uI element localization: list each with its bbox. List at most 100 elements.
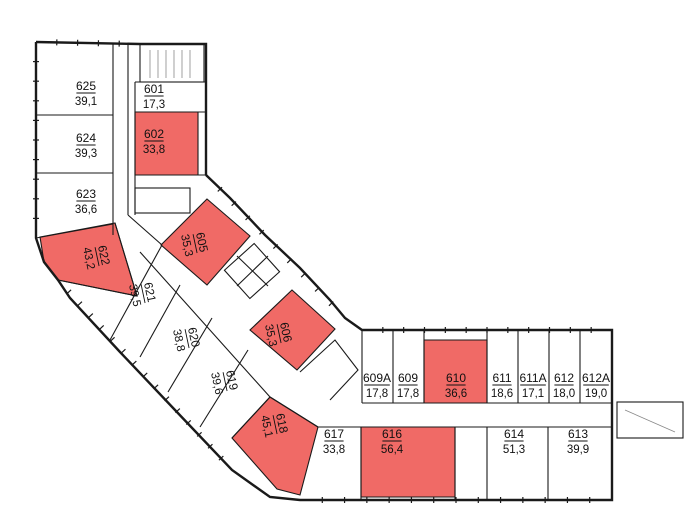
room-area: 35,3: [178, 233, 194, 257]
room-number: 609А: [363, 371, 391, 385]
room-label-611А[interactable]: 611А 17,1: [519, 371, 546, 400]
room-number: 612: [554, 371, 574, 385]
room-number-underline: [192, 234, 198, 254]
window-tick: [142, 372, 148, 378]
window-tick: [120, 348, 126, 354]
room-label-602[interactable]: 602 33,8: [143, 127, 165, 156]
room-number: 612А: [582, 371, 610, 385]
room-label-612А[interactable]: 612А 19,0: [582, 371, 610, 400]
room-label-616[interactable]: 616 56,4: [381, 427, 404, 456]
room-number: 611А: [519, 371, 546, 385]
window-tick: [66, 289, 72, 295]
room-fill-616[interactable]: [360, 426, 456, 498]
window-tick: [314, 286, 320, 292]
room-area: 17,8: [366, 388, 388, 400]
room-area: 33,8: [143, 144, 165, 156]
room-number: 606: [277, 321, 295, 344]
room-area: 17,8: [397, 388, 419, 400]
window-tick: [185, 420, 192, 425]
window-tick: [98, 325, 105, 330]
room-number: 605: [193, 231, 211, 254]
room-number: 625: [76, 79, 96, 93]
room-area: 56,4: [381, 444, 404, 456]
window-tick: [164, 396, 170, 402]
room-area: 18,6: [491, 388, 513, 400]
room-number: 618: [273, 412, 291, 435]
highlighted-room-fills: [39, 111, 488, 498]
room-area: 45,1: [258, 414, 274, 438]
room-area: 39,6: [208, 371, 224, 395]
room-area: 51,3: [503, 444, 525, 456]
room-number-underline: [272, 415, 278, 435]
window-tick: [245, 215, 251, 221]
room-area: 36,6: [445, 388, 467, 400]
room-number-underline: [222, 372, 228, 392]
room-area: 38,8: [170, 328, 186, 352]
room-number: 602: [144, 127, 164, 141]
window-tick: [231, 201, 237, 207]
room-number: 616: [382, 427, 402, 441]
room-area: 17,1: [522, 388, 544, 400]
room-label-617[interactable]: 617 33,8: [323, 427, 345, 456]
room-number: 614: [504, 427, 524, 441]
window-tick: [300, 272, 306, 278]
room-area: 43,2: [80, 246, 96, 270]
window-tick: [217, 186, 223, 192]
room-number-underline: [94, 247, 100, 267]
room-area: 39,5: [126, 283, 142, 307]
room-label-623[interactable]: 623 36,6: [75, 187, 97, 216]
room-area: 35,3: [262, 323, 278, 347]
room-number: 609: [398, 371, 418, 385]
window-tick: [207, 443, 213, 449]
room-area: 39,9: [567, 444, 589, 456]
room-number: 617: [324, 427, 344, 441]
window-tick: [259, 229, 265, 235]
room-label-625[interactable]: 625 39,1: [75, 79, 97, 108]
room-label-609[interactable]: 609 17,8: [397, 371, 419, 400]
room-label-609А[interactable]: 609А 17,8: [363, 371, 391, 400]
room-label-614[interactable]: 614 51,3: [503, 427, 525, 456]
room-number-underline: [276, 324, 282, 344]
room-number: 620: [185, 326, 203, 349]
room-fill-605[interactable]: [160, 198, 251, 286]
room-number: 622: [95, 244, 113, 267]
room-number: 613: [568, 427, 588, 441]
room-area: 36,6: [75, 204, 97, 216]
room-label-613[interactable]: 613 39,9: [567, 427, 589, 456]
internal-partitions: [35, 43, 684, 500]
window-tick: [218, 455, 224, 461]
room-area: 39,1: [75, 96, 97, 108]
room-area: 19,0: [585, 388, 607, 400]
window-tick: [131, 360, 137, 366]
room-area: 17,3: [143, 99, 165, 111]
room-number: 623: [76, 187, 96, 201]
window-tick: [196, 431, 202, 437]
room-number-underline: [184, 329, 190, 349]
window-tick: [109, 336, 115, 342]
window-tick: [286, 258, 292, 264]
window-tick: [175, 408, 181, 414]
window-tick: [77, 301, 83, 307]
room-number: 619: [223, 369, 241, 392]
window-tick: [88, 313, 94, 319]
room-area: 33,8: [323, 444, 345, 456]
room-number: 624: [76, 131, 96, 145]
room-number: 621: [141, 281, 159, 304]
room-number-underline: [140, 284, 146, 304]
room-fill-606[interactable]: [249, 289, 336, 371]
window-marks: [33, 39, 592, 503]
